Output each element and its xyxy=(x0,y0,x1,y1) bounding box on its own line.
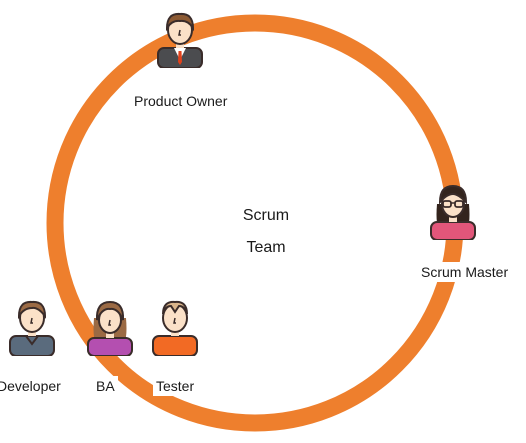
product-owner-label: Product Owner xyxy=(131,91,231,111)
ba-label: BA xyxy=(93,376,118,396)
scrum-master-label: Scrum Master xyxy=(418,262,512,282)
center-title: Scrum Team xyxy=(216,200,316,264)
ba-avatar xyxy=(87,300,133,356)
center-title-line2: Team xyxy=(246,239,286,256)
scrum-master-avatar xyxy=(430,184,476,240)
center-title-line1: Scrum xyxy=(242,207,290,224)
developer-label: Developer xyxy=(0,376,64,396)
tester-label: Tester xyxy=(153,376,198,396)
tester-avatar xyxy=(152,300,198,356)
product-owner-avatar xyxy=(157,12,203,68)
developer-avatar xyxy=(9,300,55,356)
